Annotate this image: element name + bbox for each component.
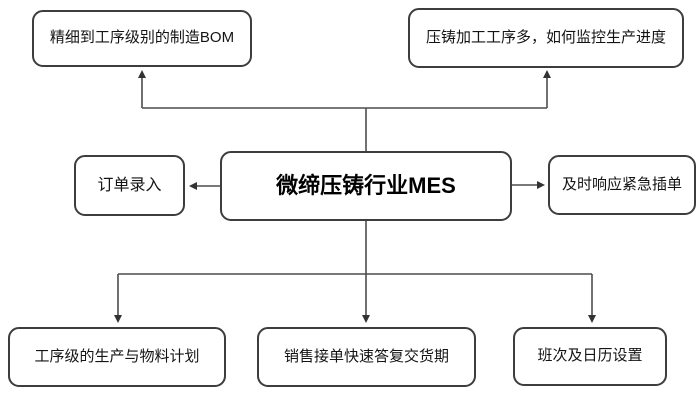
node-delivery-date-reply-label: 销售接单快速答复交货期 [283,347,449,365]
node-shift-calendar-setting-label: 班次及日历设置 [537,347,643,365]
node-production-progress-monitor-label: 压铸加工工序多，如何监控生产进度 [425,28,666,46]
node-manufacturing-bom: 精细到工序级别的制造BOM [32,10,252,67]
node-urgent-insert-order: 及时响应紧急插单 [548,155,696,215]
node-order-entry-label: 订单录入 [97,176,162,194]
node-mes-center: 微缔压铸行业MES [220,151,512,221]
node-delivery-date-reply: 销售接单快速答复交货期 [257,327,476,387]
node-production-progress-monitor: 压铸加工工序多，如何监控生产进度 [408,8,684,68]
node-shift-calendar-setting: 班次及日历设置 [513,327,667,386]
node-urgent-insert-order-label: 及时响应紧急插单 [561,175,682,193]
node-process-material-plan-label: 工序级的生产与物料计划 [34,347,200,365]
node-manufacturing-bom-label: 精细到工序级别的制造BOM [49,29,235,47]
node-order-entry: 订单录入 [74,155,185,216]
node-process-material-plan: 工序级的生产与物料计划 [8,327,226,387]
node-mes-center-label: 微缔压铸行业MES [276,173,456,199]
